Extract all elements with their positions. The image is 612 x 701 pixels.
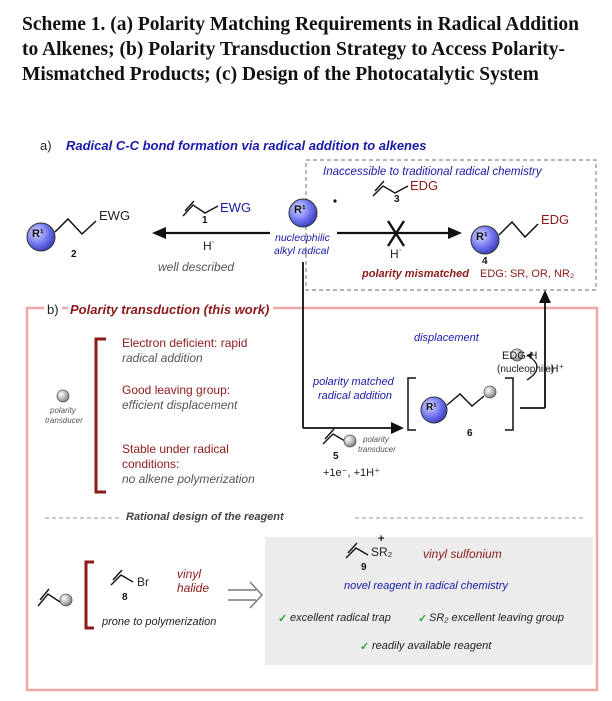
novel-reagent-label: novel reagent in radical chemistry [344, 580, 508, 592]
bromide-label: Br [137, 575, 149, 589]
vinyl-halide-line1: vinyl [177, 567, 202, 581]
vinyl-transducer-bond [322, 433, 346, 445]
check-icon: ✓ [278, 613, 288, 625]
nucleophilic-label: nucleophilic [275, 232, 330, 244]
r1-label-intermediate-6: R¹ [426, 402, 437, 413]
part-a-heading: Radical C-C bond formation via radical a… [66, 138, 427, 153]
polarity-mismatched-label: polarity mismatched [362, 268, 469, 280]
compound-2-number: 2 [71, 249, 77, 260]
req3-line3: no alkene polymerization [122, 472, 255, 486]
req2-line2: efficient displacement [122, 398, 238, 412]
point-leaving-group: SR₂ excellent leaving group [429, 612, 565, 624]
scheme-title: Scheme 1. (a) Polarity Matching Requirem… [22, 14, 579, 85]
reagent-3-edg: EDG [410, 178, 439, 193]
req2-line1: Good leaving group: [122, 383, 231, 397]
r1-ball-radical [288, 198, 318, 228]
r1-ball-product-2 [26, 222, 56, 252]
requirements-bracket [94, 337, 106, 494]
minus-h-label: -H⁺ [547, 363, 565, 375]
edg-examples: EDG: SR, OR, NR₂ [480, 268, 575, 280]
displacement-label: displacement [414, 332, 479, 344]
compound-9-number: 9 [361, 562, 367, 573]
transducer-legend-1: polarity [50, 406, 76, 415]
well-described-label: well described [158, 260, 235, 274]
h-dot-right: H˙ [390, 247, 403, 261]
reagent-1-ewg: EWG [220, 200, 252, 215]
r1-ball-intermediate-6 [420, 396, 448, 424]
reagent5-label-2: transducer [358, 445, 396, 454]
compound-1-number: 1 [202, 215, 208, 226]
leaving-ball [510, 348, 524, 362]
electron-proton-label: +1e⁻, +1H⁺ [323, 467, 380, 479]
req1-line2: radical addition [122, 351, 203, 365]
nucleophile-label: (nucleophile) [497, 364, 555, 375]
product-2-ewg: EWG [99, 208, 131, 223]
vinyl-halide-line2: halide [177, 581, 210, 595]
part-b-frame [25, 306, 599, 692]
vinyl-ewg-bond [182, 204, 219, 217]
matched-line2: radical addition [318, 390, 392, 402]
part-a-letter: a) [40, 138, 52, 153]
check-icon: ✓ [360, 641, 370, 653]
prone-label: prone to polymerization [102, 616, 217, 628]
inaccessible-label: Inaccessible to traditional radical chem… [323, 166, 542, 178]
radical-dot [333, 199, 337, 203]
req3-line1: Stable under radical [122, 442, 229, 456]
r1-ball-product-4 [470, 225, 500, 255]
req3-line2: conditions: [122, 457, 180, 471]
alkyl-radical-label: alkyl radical [274, 245, 329, 257]
cross-mark-b [386, 220, 406, 247]
sulfonium-group: SR₂ [371, 545, 393, 559]
edg-h-label: EDG-H [502, 350, 538, 362]
vinyl-edg-bond [372, 185, 409, 197]
req1-line1: Electron deficient: rapid [122, 336, 248, 350]
point-available: readily available reagent [372, 640, 492, 652]
rational-design-label: Rational design of the reagent [126, 511, 284, 523]
sulfonium-charge: + [378, 533, 385, 545]
compound-4-number: 4 [482, 256, 488, 267]
vinyl-sulfonium-label: vinyl sulfonium [423, 547, 502, 561]
reagent5-label-1: polarity [363, 435, 389, 444]
r1-label-product-4: R¹ [476, 231, 488, 243]
part-b-letter: b) [44, 302, 62, 317]
sulfonium-box [265, 537, 593, 665]
h-dot-left: H˙ [203, 239, 216, 253]
r1-label-radical: R¹ [294, 204, 306, 216]
transducer-legend-2: transducer [45, 416, 83, 425]
compound-3-number: 3 [394, 194, 400, 205]
compound-8-number: 8 [122, 592, 128, 603]
chain-product-2 [54, 217, 97, 236]
transducer-ball-legend [56, 389, 70, 403]
compound-6-number: 6 [467, 428, 473, 439]
chain-product-4 [498, 220, 539, 239]
arrow-left-head [152, 227, 166, 239]
check-icon: ✓ [418, 613, 428, 625]
arrow-right-head [448, 227, 462, 239]
product-4-edg: EDG [541, 212, 570, 227]
matched-line1: polarity matched [313, 376, 394, 388]
part-b-heading: Polarity transduction (this work) [68, 302, 274, 317]
r1-label-product-2: R¹ [32, 228, 44, 240]
compound-5-number: 5 [333, 451, 339, 462]
point-radical-trap: excellent radical trap [290, 612, 391, 624]
